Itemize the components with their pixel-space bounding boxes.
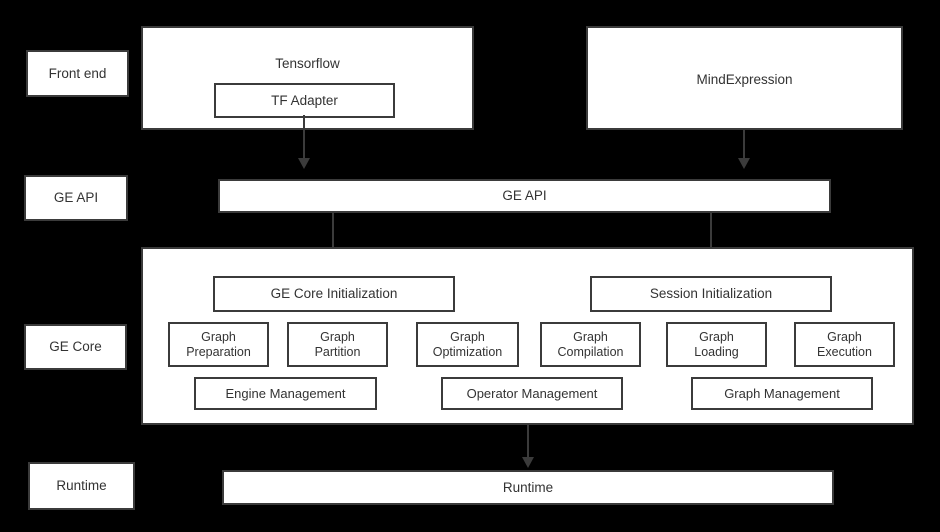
connector-ge-core-to-runtime-line [527,425,529,459]
ge-core-container: GE Core Initialization Session Initializ… [141,247,914,425]
graph-execution-box[interactable]: Graph Execution [794,322,895,367]
layer-label-ge-core: GE Core [24,324,127,370]
graph-compilation-box[interactable]: Graph Compilation [540,322,641,367]
mindexpression-title: MindExpression [696,72,793,87]
operator-management-box[interactable]: Operator Management [441,377,623,410]
connector-ge-api-to-ge-core-init-line [332,213,334,260]
connector-tf-adapter-to-ge-api-arrow [298,158,310,169]
graph-preparation-box[interactable]: Graph Preparation [168,322,269,367]
layer-label-runtime: Runtime [28,462,135,510]
layer-label-front-end: Front end [26,50,129,97]
graph-partition-box[interactable]: Graph Partition [287,322,388,367]
runtime-bar[interactable]: Runtime [222,470,834,505]
tensorflow-title: Tensorflow [275,56,340,71]
connector-mindexpression-to-ge-api-line [743,130,745,160]
mindexpression-container: MindExpression [586,26,903,130]
connector-tf-adapter-to-ge-api-line [303,115,305,160]
connector-mindexpression-to-ge-api-arrow [738,158,750,169]
graph-optimization-box[interactable]: Graph Optimization [416,322,519,367]
tensorflow-container: Tensorflow TF Adapter [141,26,474,130]
connector-ge-api-to-session-init-line [710,213,712,260]
layer-label-ge-api: GE API [24,175,128,221]
ge-api-bar[interactable]: GE API [218,179,831,213]
graph-management-box[interactable]: Graph Management [691,377,873,410]
graph-loading-box[interactable]: Graph Loading [666,322,767,367]
tf-adapter-box[interactable]: TF Adapter [214,83,395,118]
ge-core-initialization-box[interactable]: GE Core Initialization [213,276,455,312]
session-initialization-box[interactable]: Session Initialization [590,276,832,312]
engine-management-box[interactable]: Engine Management [194,377,377,410]
connector-ge-core-to-runtime-arrow [522,457,534,468]
